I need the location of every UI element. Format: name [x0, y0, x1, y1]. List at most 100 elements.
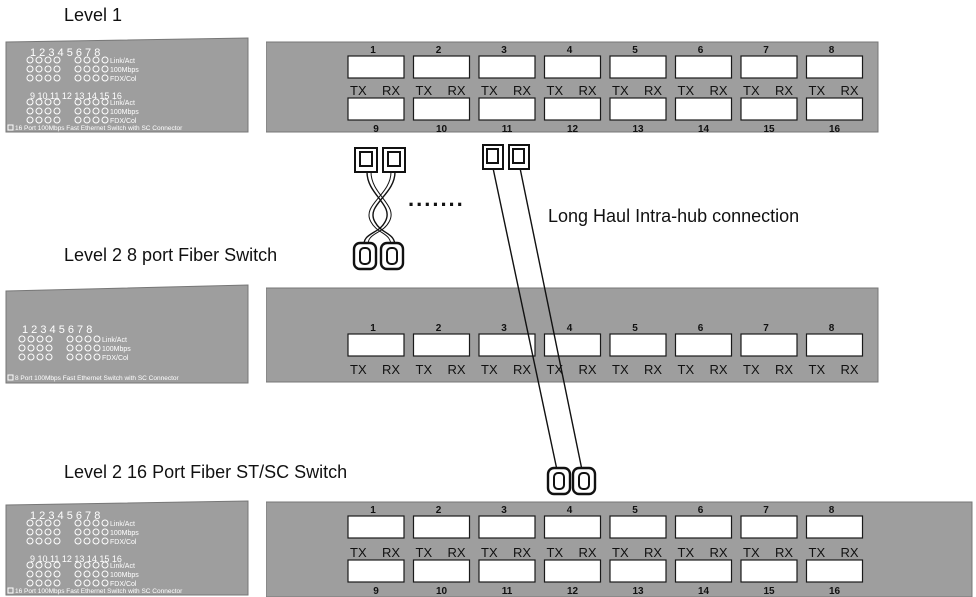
fiber-port-5[interactable]: [609, 55, 667, 79]
fiber-port-16[interactable]: [805, 559, 864, 583]
rx-label: RX: [775, 545, 793, 560]
svg-text:1 2 3 4 5 6 7 8: 1 2 3 4 5 6 7 8: [22, 324, 92, 336]
svg-text:100Mbps: 100Mbps: [110, 109, 139, 116]
svg-text:100Mbps: 100Mbps: [110, 572, 139, 579]
rx-label: RX: [841, 83, 859, 98]
svg-text:Link/Act: Link/Act: [102, 337, 127, 344]
port-number: 8: [829, 45, 835, 56]
rx-label: RX: [775, 83, 793, 98]
tx-label: TX: [547, 362, 564, 377]
tx-label: TX: [350, 362, 367, 377]
st-connector-bottom: [546, 466, 597, 496]
level1-front-panel: 1 2 3 4 5 6 7 8 Link/Act 100Mbps FDX/Col…: [5, 37, 249, 133]
tx-label: TX: [743, 362, 760, 377]
tx-label: TX: [612, 362, 629, 377]
fiber-port-3[interactable]: [478, 333, 536, 357]
fiber-port-2[interactable]: [412, 55, 471, 79]
tx-label: TX: [678, 362, 695, 377]
rx-label: RX: [841, 545, 859, 560]
fiber-port-2[interactable]: [412, 515, 471, 539]
rx-label: RX: [710, 83, 728, 98]
fiber-port-12[interactable]: [543, 97, 602, 121]
fiber-port-13[interactable]: [609, 97, 667, 121]
fiber-port-16[interactable]: [805, 97, 864, 121]
fiber-port-8[interactable]: [805, 515, 864, 539]
fiber-port-5[interactable]: [609, 333, 667, 357]
long-haul-label: Long Haul Intra-hub connection: [548, 206, 800, 226]
tx-label: TX: [481, 545, 498, 560]
crossover-cable-a: [363, 171, 388, 249]
rx-label: RX: [448, 83, 466, 98]
tx-label: TX: [547, 545, 564, 560]
fiber-port-1[interactable]: [347, 515, 405, 539]
fiber-port-11[interactable]: [478, 97, 536, 121]
fiber-port-5[interactable]: [609, 515, 667, 539]
fiber-port-13[interactable]: [609, 559, 667, 583]
fiber-port-15[interactable]: [740, 97, 798, 121]
fiber-port-14[interactable]: [674, 559, 733, 583]
svg-text:1 2 3 4 5 6 7 8: 1 2 3 4 5 6 7 8: [30, 510, 100, 522]
sc-connector-top-right: [482, 144, 530, 170]
fiber-port-15[interactable]: [740, 559, 798, 583]
port-number: 11: [502, 586, 513, 597]
level2-8port-front-panel: 1 2 3 4 5 6 7 8 Link/Act 100Mbps FDX/Col…: [5, 284, 249, 384]
port-number: 1: [370, 505, 376, 516]
fiber-port-7[interactable]: [740, 333, 798, 357]
fiber-port-9[interactable]: [347, 559, 405, 583]
fiber-port-11[interactable]: [478, 559, 536, 583]
fiber-port-3[interactable]: [478, 515, 536, 539]
port-number: 4: [567, 323, 573, 334]
continuation-dots: .......: [408, 186, 465, 211]
fiber-port-10[interactable]: [412, 559, 471, 583]
fiber-port-4[interactable]: [543, 333, 602, 357]
tx-label: TX: [416, 83, 433, 98]
port-number: 10: [436, 124, 448, 135]
fiber-port-1[interactable]: [347, 333, 405, 357]
fiber-port-12[interactable]: [543, 559, 602, 583]
port-number: 5: [632, 323, 638, 334]
rx-label: RX: [448, 545, 466, 560]
port-number: 6: [698, 323, 704, 334]
port-number: 6: [698, 45, 704, 56]
port-numbers-top: 1 2 3 4 5 6 7 8: [30, 47, 100, 59]
fiber-port-4[interactable]: [543, 55, 602, 79]
port-number: 13: [632, 586, 644, 597]
fiber-port-7[interactable]: [740, 515, 798, 539]
fiber-port-3[interactable]: [478, 55, 536, 79]
tx-label: TX: [481, 83, 498, 98]
fiber-port-6[interactable]: [674, 55, 733, 79]
fiber-port-7[interactable]: [740, 55, 798, 79]
port-number: 13: [632, 124, 644, 135]
fiber-port-9[interactable]: [347, 97, 405, 121]
tx-label: TX: [416, 545, 433, 560]
long-haul-cable-b: [519, 167, 583, 471]
crossover-cable-b: [372, 171, 396, 249]
tx-label: TX: [743, 545, 760, 560]
port-number: 9: [373, 124, 379, 135]
port-number: 9: [373, 586, 379, 597]
fiber-port-8[interactable]: [805, 55, 864, 79]
tx-label: TX: [612, 83, 629, 98]
fiber-port-1[interactable]: [347, 55, 405, 79]
fiber-port-10[interactable]: [412, 97, 471, 121]
fiber-port-2[interactable]: [412, 333, 471, 357]
level1-label: Level 1: [64, 5, 123, 25]
port-number: 6: [698, 505, 704, 516]
fiber-port-8[interactable]: [805, 333, 864, 357]
port-number: 7: [763, 505, 769, 516]
fiber-port-6[interactable]: [674, 333, 733, 357]
rx-label: RX: [579, 545, 597, 560]
port-number: 15: [763, 124, 775, 135]
fiber-port-14[interactable]: [674, 97, 733, 121]
tx-label: TX: [612, 545, 629, 560]
svg-text:100Mbps: 100Mbps: [110, 67, 139, 74]
port-number: 4: [567, 505, 573, 516]
svg-text:9 10 11 12 13 14 15 16: 9 10 11 12 13 14 15 16: [30, 91, 122, 101]
rx-label: RX: [579, 362, 597, 377]
fiber-port-6[interactable]: [674, 515, 733, 539]
svg-text:100Mbps: 100Mbps: [102, 346, 131, 353]
rx-label: RX: [382, 545, 400, 560]
fiber-port-4[interactable]: [543, 515, 602, 539]
svg-text:FDX/Col: FDX/Col: [110, 581, 137, 588]
